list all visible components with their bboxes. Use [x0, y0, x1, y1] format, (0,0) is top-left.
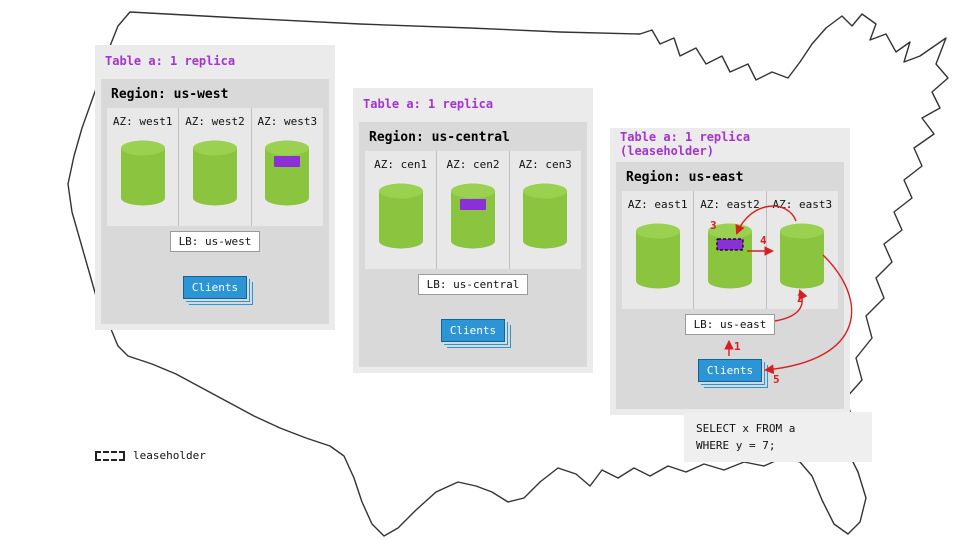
az-label: AZ: east3: [772, 198, 833, 211]
az-label: AZ: cen3: [518, 158, 572, 171]
az-column: AZ: cen2: [437, 151, 510, 269]
sql-query-box: SELECT x FROM a WHERE y = 7;: [684, 412, 872, 463]
database-cylinder-icon: [780, 223, 825, 289]
clients-node: Clients: [697, 359, 763, 382]
az-label: AZ: east1: [627, 198, 688, 211]
region-title: Region: us-east: [626, 170, 744, 185]
sql-query-line: SELECT x FROM a: [696, 422, 796, 435]
database-cylinder-icon: [120, 140, 165, 206]
table-replica-label: Table a: 1 replica: [105, 54, 236, 68]
flow-step-number: 5: [773, 373, 780, 386]
az-column: AZ: cen1: [365, 151, 438, 269]
replica-band: [274, 156, 301, 167]
load-balancer-node: LB: us-central: [417, 274, 529, 295]
az-label: AZ: cen1: [374, 158, 428, 171]
legend-label: leaseholder: [133, 449, 206, 462]
region-box: Region: us-central AZ: cen1 AZ: cen2: [359, 122, 587, 367]
az-label: AZ: west3: [257, 115, 318, 128]
leaseholder-swatch-icon: [95, 450, 125, 461]
az-strip: AZ: cen1 AZ: cen2 AZ: cen3: [365, 151, 581, 269]
az-column: AZ: west3: [252, 108, 323, 226]
region-panel-us-east: Table a: 1 replica (leaseholder) Region:…: [610, 128, 850, 415]
clients-node: Clients: [182, 276, 248, 299]
table-replica-label: Table a: 1 replica: [363, 97, 494, 111]
database-cylinder-icon: [523, 183, 568, 249]
legend: leaseholder: [95, 449, 206, 462]
region-panel-us-west: Table a: 1 replica Region: us-west AZ: w…: [95, 45, 335, 330]
flow-step-number: 2: [797, 292, 804, 305]
region-box: Region: us-east AZ: east1 AZ: east2: [616, 162, 844, 409]
replica-band: [459, 199, 486, 210]
az-strip: AZ: west1 AZ: west2 AZ: west3: [107, 108, 323, 226]
az-strip: AZ: east1 AZ: east2 AZ: east3: [622, 191, 838, 309]
flow-step-number: 4: [760, 234, 767, 247]
az-label: AZ: west2: [185, 115, 245, 128]
region-panel-us-central: Table a: 1 replica Region: us-central AZ…: [353, 88, 593, 373]
az-column: AZ: west2: [179, 108, 252, 226]
region-title: Region: us-west: [111, 87, 229, 102]
flow-step-number: 1: [734, 340, 741, 353]
database-cylinder-icon: [378, 183, 423, 249]
region-box: Region: us-west AZ: west1 AZ: west2: [101, 79, 329, 324]
az-column: AZ: east2: [694, 191, 767, 309]
load-balancer-node: LB: us-east: [684, 314, 776, 335]
database-cylinder-icon: [635, 223, 680, 289]
clients-node: Clients: [440, 319, 506, 342]
database-cylinder-icon: [450, 183, 495, 249]
az-column: AZ: west1: [107, 108, 180, 226]
region-title: Region: us-central: [369, 130, 510, 145]
az-column: AZ: east1: [622, 191, 695, 309]
database-cylinder-icon: [265, 140, 310, 206]
az-label: AZ: cen2: [446, 158, 500, 171]
table-replica-label: Table a: 1 replica (leaseholder): [620, 130, 751, 158]
flow-step-number: 3: [710, 219, 717, 232]
load-balancer-node: LB: us-west: [169, 231, 261, 252]
database-cylinder-icon: [707, 223, 752, 289]
az-column: AZ: cen3: [510, 151, 581, 269]
az-label: AZ: east2: [700, 198, 760, 211]
database-cylinder-icon: [192, 140, 237, 206]
az-label: AZ: west1: [112, 115, 173, 128]
sql-query-line: WHERE y = 7;: [696, 439, 776, 453]
leaseholder-band: [716, 238, 744, 251]
